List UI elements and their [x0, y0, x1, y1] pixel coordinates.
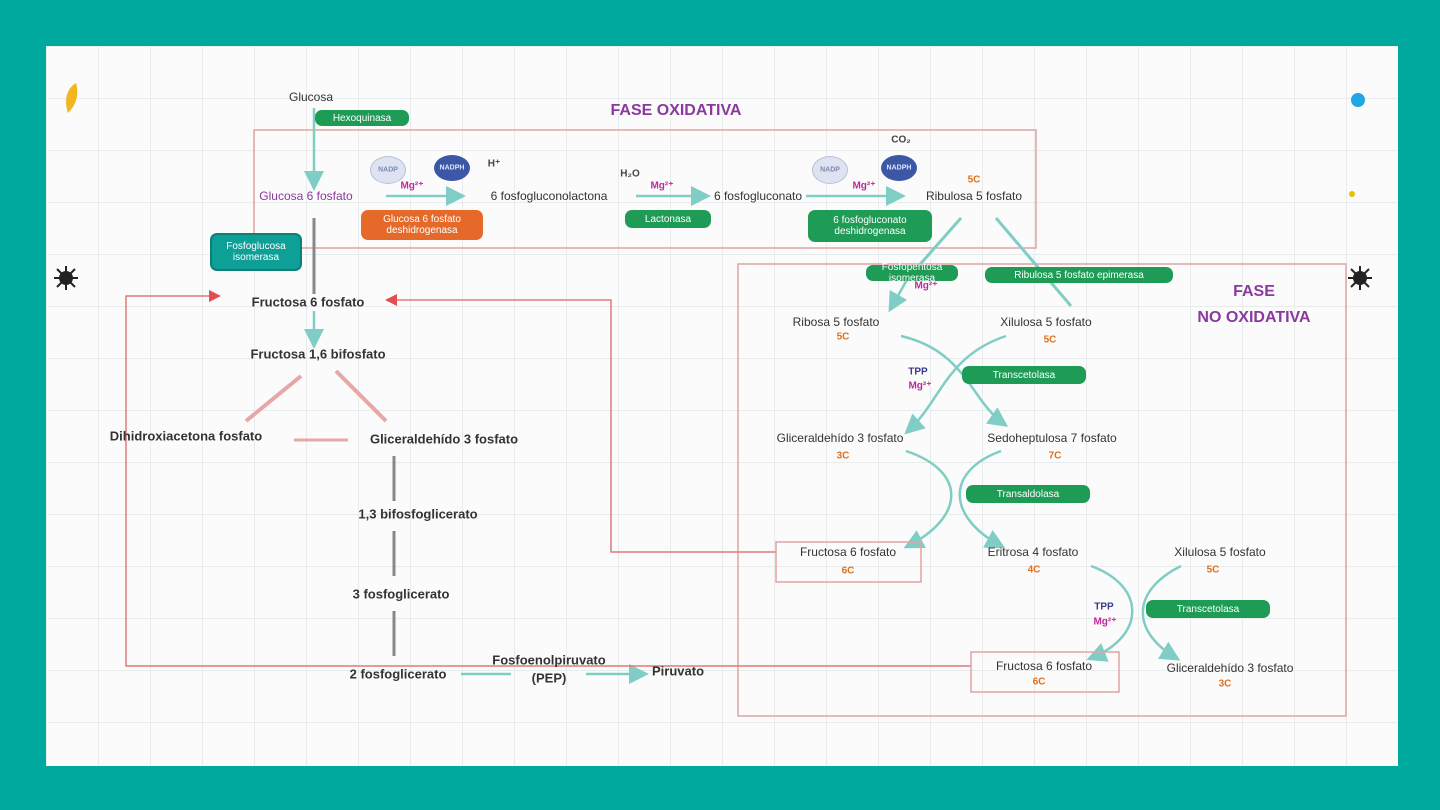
metabolite-pep-abbr: (PEP) — [531, 670, 567, 686]
metabolite-6-phosphogluconate: 6 fosfogluconato — [713, 189, 803, 203]
carbon-count-sedo: 7C — [1048, 450, 1062, 462]
cofactor-nadp-2: NADP — [820, 166, 840, 174]
cofactor-ellipse-nadph-2 — [881, 155, 917, 181]
metabolite-erythrose-4p: Eritrosa 4 fosfato — [987, 545, 1079, 559]
loop-f6p-bottom — [125, 290, 971, 667]
arrow-ribulose-epimerase — [994, 217, 1073, 307]
metabolite-pyruvate: Piruvato — [651, 663, 705, 679]
cofactor-ellipse-nadp-1 — [370, 156, 406, 184]
f6p-right2-box — [970, 651, 1120, 693]
cofactor-nadph-2: NADPH — [886, 164, 912, 172]
cross-tk2-a — [1086, 564, 1134, 662]
pathway-lines — [125, 108, 1347, 717]
carbon-count-xylulose: 5C — [1043, 334, 1057, 346]
loop-f6p-right — [385, 294, 776, 553]
cofactor-nadp-1: NADP — [378, 166, 398, 174]
carbon-count-g3p-right: 3C — [836, 450, 850, 462]
cofactor-mg-1: Mg²⁺ — [400, 180, 424, 192]
cofactor-mg-2: Mg²⁺ — [650, 180, 674, 192]
cofactor-mg-5: Mg²⁺ — [908, 380, 932, 392]
metabolite-f6p-right: Fructosa 6 fosfato — [799, 545, 897, 559]
black-bug-icon — [1348, 266, 1372, 290]
non-oxidative-phase-box — [737, 263, 1347, 717]
cofactor-mg-4: Mg²⁺ — [914, 280, 938, 292]
cofactor-tpp-2: TPP — [1094, 601, 1114, 613]
enzyme-epimerase: Ribulosa 5 fosfato epimerasa — [985, 267, 1173, 283]
black-bug-icon — [54, 266, 78, 290]
phase-non-oxidative-label-1: FASE — [1233, 283, 1275, 300]
carbon-count-f6p-right2: 6C — [1032, 676, 1046, 688]
metabolite-xylulose-5p-b: Xilulosa 5 fosfato — [1174, 545, 1266, 559]
enzyme-phosphoglucose-isomerase: Fosfoglucosa isomerasa — [210, 233, 302, 271]
arrow-f16bp-g3p — [334, 369, 388, 423]
carbon-count-erythrose: 4C — [1027, 564, 1041, 576]
carbon-count-ribulose: 5C — [967, 174, 981, 186]
phase-oxidative-label: FASE OXIDATIVA — [610, 102, 742, 119]
enzyme-transaldolase: Transaldolasa — [966, 485, 1090, 503]
cofactor-tpp-1: TPP — [908, 366, 928, 378]
metabolite-f6p: Fructosa 6 fosfato — [251, 294, 365, 310]
cofactor-mg-6: Mg²⁺ — [1093, 616, 1117, 628]
cofactor-ellipse-nadph-1 — [434, 155, 470, 181]
cofactor-nadph-1: NADPH — [439, 164, 465, 172]
phase-non-oxidative-label-2: NO OXIDATIVA — [1197, 309, 1311, 326]
metabolite-2pg: 2 fosfoglicerato — [349, 666, 447, 682]
cofactor-h2o: H₂O — [620, 168, 640, 180]
metabolite-ribulose-5p: Ribulosa 5 fosfato — [925, 189, 1023, 203]
metabolite-g3p-right: Gliceraldehído 3 fosfato — [776, 431, 904, 445]
cross-tk1-b — [904, 334, 1007, 435]
metabolite-glucose: Glucosa — [288, 90, 334, 104]
cofactor-co2: CO₂ — [891, 134, 911, 146]
oxidative-phase-box — [253, 129, 1037, 249]
metabolite-6-phosphogluconolactone: 6 fosfogluconolactona — [490, 189, 608, 203]
metabolite-g6p: Glucosa 6 fosfato — [259, 189, 353, 203]
enzyme-g6pd: Glucosa 6 fosfato deshidrogenasa — [361, 210, 483, 240]
yellow-leaf-icon — [66, 83, 78, 113]
metabolite-f6p-right2: Fructosa 6 fosfato — [995, 659, 1093, 673]
cofactor-h-plus: H⁺ — [487, 158, 501, 170]
carbon-count-f6p-right: 6C — [841, 565, 855, 577]
enzyme-transketolase-2: Transcetolasa — [1146, 600, 1270, 618]
metabolite-ribose-5p: Ribosa 5 fosfato — [792, 315, 880, 329]
metabolite-sedoheptulose-7p: Sedoheptulosa 7 fosfato — [987, 431, 1117, 445]
carbon-count-g3p-right2: 3C — [1218, 678, 1232, 690]
arrow-f16bp-dhap — [244, 374, 303, 423]
diagram-board: FASE OXIDATIVA FASE NO OXIDATIVA Glucosa… — [46, 46, 1398, 766]
enzyme-lactonase: Lactonasa — [625, 210, 711, 228]
metabolite-dhap: Dihidroxiacetona fosfato — [109, 428, 263, 444]
blue-dot-icon — [1351, 93, 1365, 107]
metabolite-3pg: 3 fosfoglicerato — [352, 586, 450, 602]
cross-ta-a — [903, 449, 953, 549]
metabolite-pep: Fosfoenolpiruvato — [492, 652, 606, 668]
enzyme-hexokinase: Hexoquinasa — [315, 110, 409, 126]
cross-tk2-b — [1141, 564, 1182, 661]
f6p-right-box — [775, 541, 922, 583]
enzyme-6pgd: 6 fosfogluconato deshidrogenasa — [808, 210, 932, 242]
enzyme-transketolase-1: Transcetolasa — [962, 366, 1086, 384]
carbon-count-xylulose-b: 5C — [1206, 564, 1220, 576]
cofactor-mg-3: Mg²⁺ — [852, 180, 876, 192]
cross-ta-b — [958, 449, 1006, 549]
metabolite-xylulose-5p: Xilulosa 5 fosfato — [1000, 315, 1092, 329]
metabolite-f16bp: Fructosa 1,6 bifosfato — [250, 346, 386, 362]
carbon-count-ribose: 5C — [836, 331, 850, 343]
metabolite-g3p-right2: Gliceraldehído 3 fosfato — [1166, 661, 1294, 675]
metabolite-g3p: Gliceraldehído 3 fosfato — [369, 431, 519, 447]
yellow-dot-icon — [1349, 191, 1355, 197]
cofactor-ellipse-nadp-2 — [812, 156, 848, 184]
enzyme-isomerase: Fosfopentosa isomerasa — [866, 262, 958, 284]
arrow-to-ribose — [888, 277, 910, 313]
metabolite-13bpg: 1,3 bifosfoglicerato — [358, 506, 478, 522]
